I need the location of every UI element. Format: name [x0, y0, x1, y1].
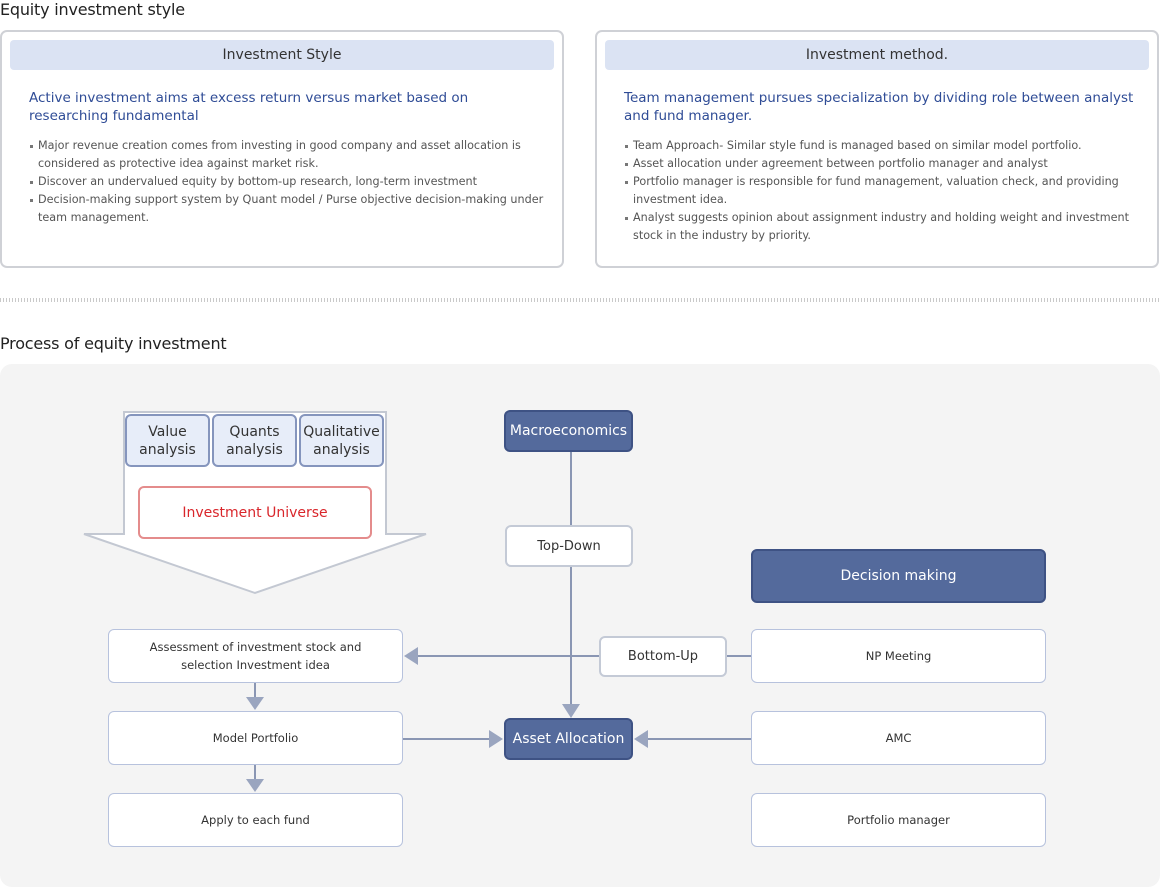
list-item: Team Approach- Similar style fund is man… — [624, 137, 1145, 155]
investment-method-list: Team Approach- Similar style fund is man… — [624, 137, 1145, 245]
apply-to-each-fund-box: Apply to each fund — [108, 793, 403, 847]
investment-style-card: Investment Style Active investment aims … — [0, 30, 564, 268]
section-title-style: Equity investment style — [0, 0, 185, 19]
bottom-up-label: Bottom-Up — [599, 636, 727, 677]
value-analysis-box: Value analysis — [125, 414, 210, 467]
investment-style-list: Major revenue creation comes from invest… — [29, 137, 550, 227]
macroeconomics-box: Macroeconomics — [504, 410, 633, 452]
list-item: Major revenue creation comes from invest… — [29, 137, 550, 173]
investment-style-lead: Active investment aims at excess return … — [29, 90, 469, 124]
investment-style-header: Investment Style — [10, 40, 554, 70]
assessment-box: Assessment of investment stock and selec… — [108, 629, 403, 683]
investment-universe-box: Investment Universe — [138, 486, 372, 539]
list-item: Asset allocation under agreement between… — [624, 155, 1145, 173]
np-meeting-box: NP Meeting — [751, 629, 1046, 683]
list-item: Decision-making support system by Quant … — [29, 191, 550, 227]
section-title-process: Process of equity investment — [0, 334, 227, 353]
decision-making-box: Decision making — [751, 549, 1046, 603]
portfolio-manager-box: Portfolio manager — [751, 793, 1046, 847]
asset-allocation-box: Asset Allocation — [504, 718, 633, 760]
quants-analysis-box: Quants analysis — [212, 414, 297, 467]
investment-method-card: Investment method. Team management pursu… — [595, 30, 1159, 268]
amc-box: AMC — [751, 711, 1046, 765]
investment-method-header: Investment method. — [605, 40, 1149, 70]
qualitative-analysis-box: Qualitative analysis — [299, 414, 384, 467]
list-item: Analyst suggests opinion about assignmen… — [624, 209, 1145, 245]
list-item: Portfolio manager is responsible for fun… — [624, 173, 1145, 209]
top-down-label: Top-Down — [505, 525, 633, 567]
model-portfolio-box: Model Portfolio — [108, 711, 403, 765]
investment-method-lead: Team management pursues specialization b… — [624, 90, 1134, 124]
section-divider — [0, 298, 1160, 302]
list-item: Discover an undervalued equity by bottom… — [29, 173, 550, 191]
